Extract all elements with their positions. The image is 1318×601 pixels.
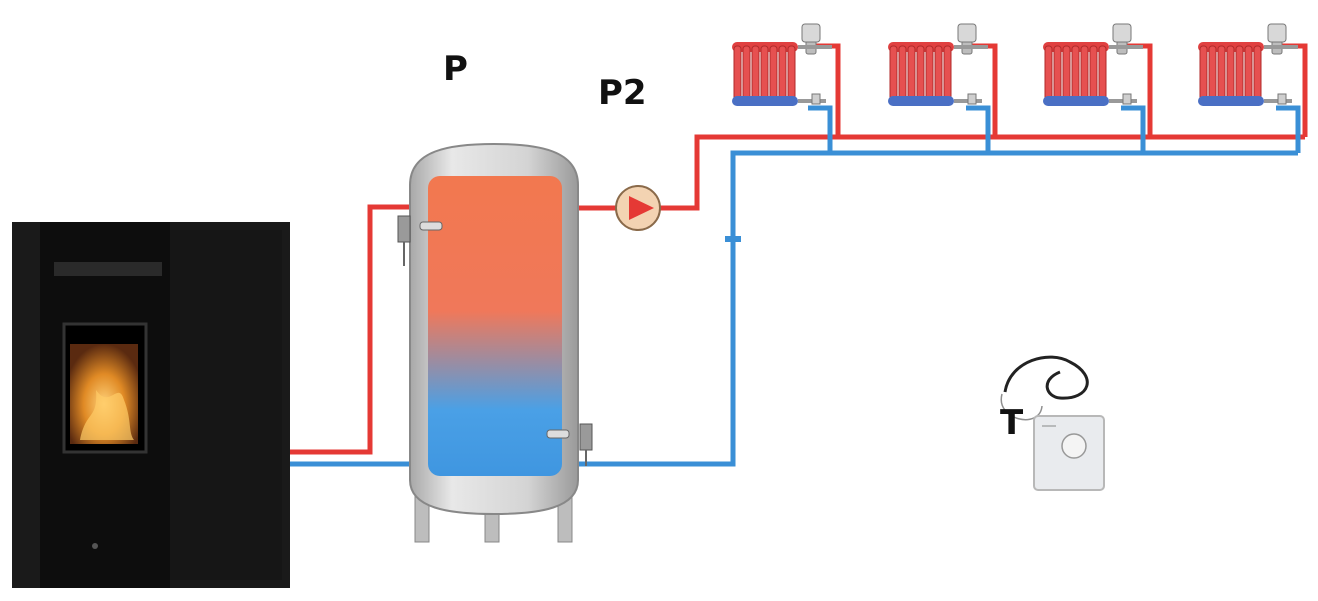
radiator-icon xyxy=(1041,22,1145,108)
radiator-icon xyxy=(886,22,990,108)
hot-pipe-stove-to-tank xyxy=(290,204,412,455)
circulation-pump-icon xyxy=(615,185,661,231)
room-thermostat-icon xyxy=(1000,355,1105,491)
radiator-icon xyxy=(1196,22,1300,108)
buffer-tank-icon xyxy=(397,142,593,543)
tank-label: P xyxy=(443,49,468,89)
radiator-icon xyxy=(730,22,834,108)
hot-main-pipe xyxy=(660,134,1305,211)
pump-label: P2 xyxy=(598,73,647,113)
cold-return-pipe xyxy=(578,150,1298,467)
cold-risers xyxy=(808,105,1301,153)
pellet-stove-icon xyxy=(12,222,290,588)
thermostat-label: T xyxy=(1000,403,1024,443)
